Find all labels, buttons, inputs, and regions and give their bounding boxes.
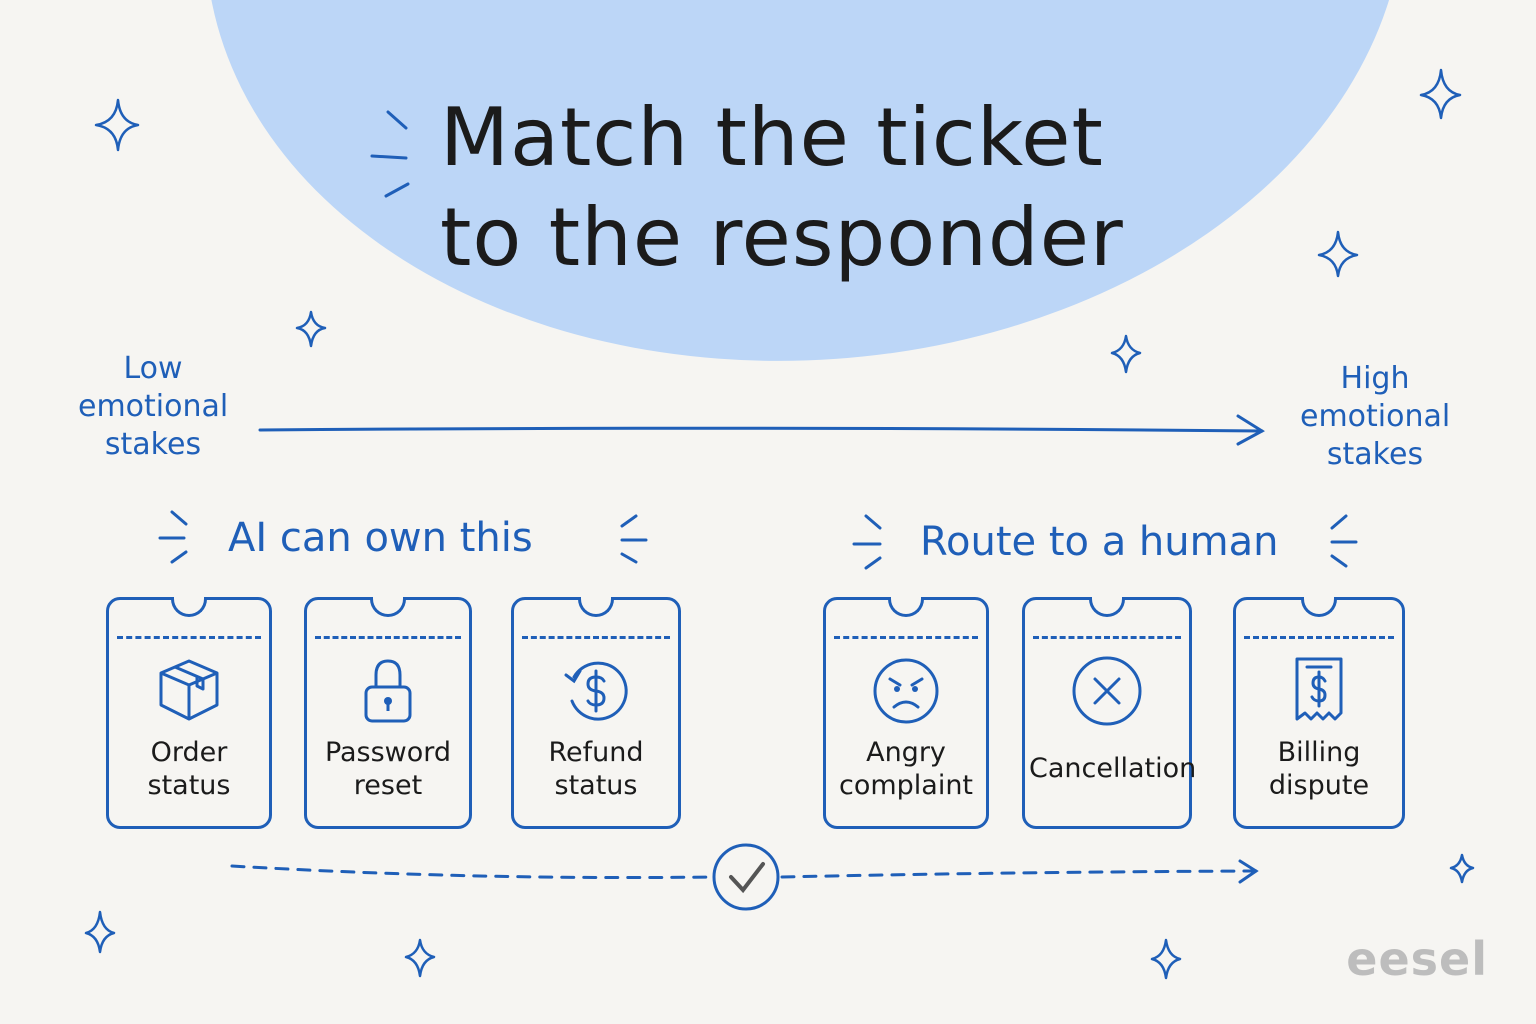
high-stakes-line: stakes xyxy=(1326,437,1424,472)
ticket-perforation xyxy=(315,636,461,639)
title-burst-icon xyxy=(370,110,410,198)
sparkle-icon xyxy=(1317,230,1359,278)
ticket-notch xyxy=(1301,597,1337,617)
ticket-label: Order status xyxy=(113,736,265,802)
flow-dashed-arrow-icon xyxy=(230,859,1259,884)
ticket-label-line: dispute xyxy=(1268,770,1370,801)
ticket-perforation xyxy=(522,636,670,639)
sparkle-icon xyxy=(1150,938,1182,980)
sparkle-icon xyxy=(1419,68,1462,120)
ticket-password-reset: Password reset xyxy=(304,597,472,829)
high-stakes-line: emotional xyxy=(1300,399,1451,434)
high-stakes-label: High emotional stakes xyxy=(1300,360,1450,474)
low-stakes-line: stakes xyxy=(104,427,202,462)
ticket-notch xyxy=(1089,597,1125,617)
ticket-refund-status: Refund status xyxy=(511,597,681,829)
ticket-label-line: complaint xyxy=(838,770,974,801)
ticket-cancellation: Cancellation xyxy=(1022,597,1197,829)
ticket-label-line: Cancellation xyxy=(1029,753,1197,784)
padlock-icon xyxy=(364,659,412,723)
human-label-burst-icon xyxy=(852,514,1358,570)
ticket-perforation xyxy=(1033,636,1181,639)
checkmark-circle-icon xyxy=(712,843,780,911)
ticket-label-line: Billing xyxy=(1277,737,1361,768)
high-stakes-line: High xyxy=(1340,361,1410,396)
stakes-arrow-icon xyxy=(258,414,1265,446)
ticket-label-line: Refund xyxy=(548,737,644,768)
human-group-label: Route to a human xyxy=(920,519,1279,565)
ticket-label-line: reset xyxy=(353,770,423,801)
ticket-label-line: status xyxy=(147,770,231,801)
ticket-label: Refund status xyxy=(518,736,674,802)
sparkle-icon xyxy=(295,310,327,348)
low-stakes-label: Low emotional stakes xyxy=(78,350,228,464)
ticket-label: Password reset xyxy=(311,736,465,802)
sparkle-icon xyxy=(1449,853,1475,884)
ticket-label-line: Order xyxy=(150,737,228,768)
sparkle-icon xyxy=(84,910,116,954)
ticket-label: Billing dispute xyxy=(1240,736,1398,802)
ticket-order-status: Order status xyxy=(106,597,272,829)
page-title: Match the ticket to the responder xyxy=(440,88,1160,288)
title-line-2: to the responder xyxy=(440,191,1124,284)
ticket-notch xyxy=(888,597,924,617)
cancel-x-icon xyxy=(1072,656,1142,726)
ticket-perforation xyxy=(117,636,261,639)
angry-face-icon xyxy=(873,658,939,724)
refund-dollar-icon xyxy=(564,661,628,721)
ticket-angry-complaint: Angry complaint xyxy=(823,597,989,829)
ai-group-label: AI can own this xyxy=(228,515,533,561)
ticket-label: Cancellation xyxy=(1029,752,1197,785)
ticket-label-line: status xyxy=(554,770,638,801)
ticket-notch xyxy=(171,597,207,617)
brand-logo: eesel xyxy=(1346,932,1488,986)
ticket-label: Angry complaint xyxy=(830,736,982,802)
sparkle-icon xyxy=(94,98,140,152)
ticket-label-line: Angry xyxy=(866,737,946,768)
low-stakes-line: Low xyxy=(123,351,183,386)
title-line-1: Match the ticket xyxy=(440,91,1104,184)
low-stakes-line: emotional xyxy=(78,389,229,424)
ticket-perforation xyxy=(1244,636,1394,639)
ticket-notch xyxy=(578,597,614,617)
ticket-perforation xyxy=(834,636,978,639)
sparkle-icon xyxy=(1110,334,1142,374)
billing-receipt-icon xyxy=(1295,657,1343,721)
ticket-notch xyxy=(370,597,406,617)
ticket-billing-dispute: Billing dispute xyxy=(1233,597,1405,829)
ai-label-burst-icon xyxy=(158,510,648,564)
package-box-icon xyxy=(159,659,219,721)
sparkle-icon xyxy=(404,938,436,978)
ticket-label-line: Password xyxy=(324,737,452,768)
